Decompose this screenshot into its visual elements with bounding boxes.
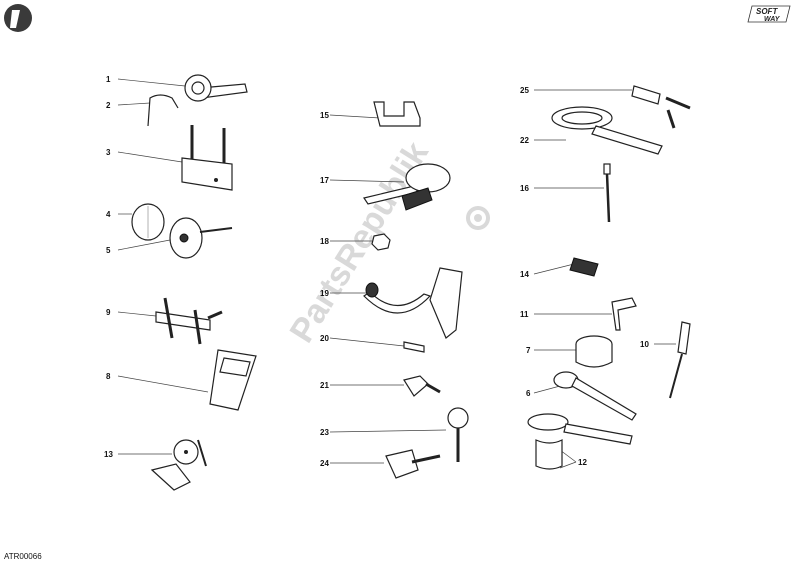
part-5-pointer [117,217,233,259]
part-18-nut [330,233,391,251]
callout-16: 16 [520,184,529,193]
callout-1: 1 [106,75,111,84]
callout-13: 13 [104,450,113,459]
callout-3: 3 [106,148,111,157]
callout-23: 23 [320,428,329,437]
part-13-dial-indicator [118,439,207,491]
part-3-plate-studs [117,125,233,191]
brand-bottom-text: WAY [764,16,781,23]
brand-badge: SOFT WAY [747,5,791,23]
brand-top-text: SOFT [756,7,778,16]
part-6-pin-spanner [533,371,637,421]
part-22-hook-spanner [534,106,663,155]
callout-2: 2 [106,101,111,110]
callout-20: 20 [320,334,329,343]
callout-14: 14 [520,270,529,279]
callout-18: 18 [320,237,329,246]
part-19-c-clamp [330,267,463,339]
part-24-tool [330,449,441,479]
callout-25: 25 [520,86,529,95]
watermark-gear-icon [466,206,490,230]
part-4-degree-disc [118,203,165,241]
part-8-tester [117,349,257,411]
callout-24: 24 [320,459,329,468]
callout-19: 19 [320,289,329,298]
callout-7: 7 [526,346,531,355]
drawing-code: ATR00066 [4,552,42,561]
callout-21: 21 [320,381,329,390]
part-25-t-handle [534,85,691,129]
callout-17: 17 [320,176,329,185]
callout-11: 11 [520,310,529,319]
part-21-spanner [330,375,441,397]
callout-12: 12 [578,458,587,467]
part-2-hook [117,94,179,127]
part-14-adapter [533,257,599,277]
callout-8: 8 [106,372,111,381]
part-1-ring-wrench [117,74,248,102]
part-15-fork-bracket [329,101,421,127]
part-20-pin [329,337,425,353]
part-7-socket [534,335,613,368]
part-12-socket-spanner [527,413,633,470]
callout-6: 6 [526,389,531,398]
callout-9: 9 [106,308,111,317]
part-11-bracket [534,297,637,331]
callout-4: 4 [106,210,111,219]
callout-22: 22 [520,136,529,145]
callout-10: 10 [640,340,649,349]
part-9-puller [117,297,223,345]
callout-15: 15 [320,111,329,120]
part-23-gauge [329,407,469,462]
callout-5: 5 [106,246,111,255]
corner-logo-icon [4,4,32,32]
part-16-rod [534,163,611,223]
part-10-slide-hammer [654,321,691,399]
part-17-handle-tool [329,163,451,211]
